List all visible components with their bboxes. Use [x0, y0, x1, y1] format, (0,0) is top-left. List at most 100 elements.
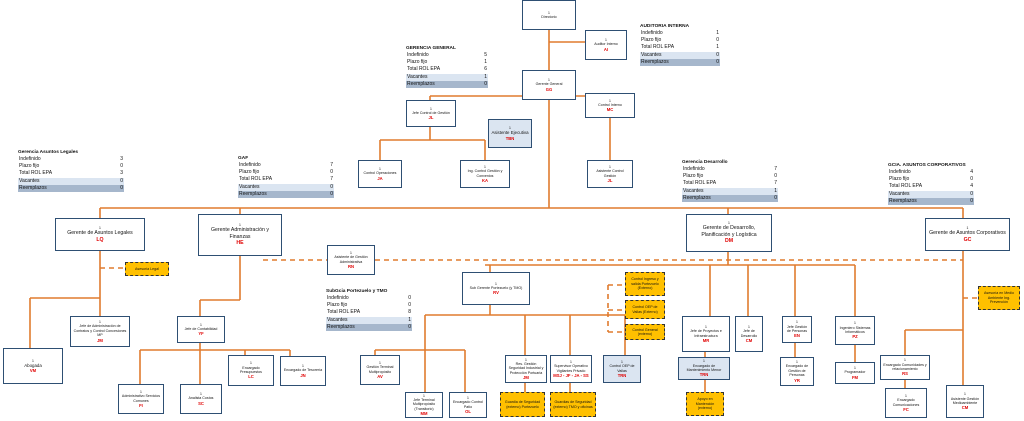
title: Analista Costos — [188, 396, 214, 401]
code: EN — [794, 333, 800, 339]
count: 1 — [621, 359, 623, 364]
title: Control General (externo) — [632, 327, 658, 336]
asistente-admin-box[interactable]: 1 Asistente de Gestión Administrativa RN — [327, 245, 375, 275]
gerente-corporativos-box[interactable]: 1 Gerente de Asuntos Corporativos GC — [925, 218, 1010, 251]
gerente-admin-box[interactable]: 1 Gerente Administración y Finanzas HE — [198, 214, 282, 256]
gerente-legales-box[interactable]: 1 Gerente de Asuntos Legales LQ — [55, 218, 145, 251]
code: LC — [248, 374, 254, 380]
programador-box[interactable]: 1 Programador FM — [835, 362, 875, 384]
code: JL — [607, 177, 613, 183]
title: Auditor Interno — [594, 42, 618, 47]
jefe-proyectos-box[interactable]: 1 Jefe de Proyectos e Infraestructura MR — [682, 316, 730, 352]
title: Control OEP de Vallas — [609, 364, 635, 373]
count: 1 — [605, 38, 607, 42]
encargado-gestion-personas-box[interactable]: 1 Encargado de Gestión de Personas YR — [780, 357, 814, 386]
code: GG — [545, 86, 553, 92]
code: AI — [603, 46, 609, 52]
jefe-terminal-box[interactable]: 1 Jefe Terminal Multipropósito (Transito… — [405, 392, 443, 418]
stats-title: Gerencia Asuntos Legales — [18, 150, 79, 155]
guardias-seguridad-tmo-external-box[interactable]: Guardias de Seguridad (externo) TMO y of… — [550, 392, 596, 417]
count: 1 — [430, 106, 432, 111]
stats-title: AUDITORIA INTERNA — [640, 24, 690, 29]
count: 1 — [703, 359, 705, 364]
code: FC — [903, 406, 909, 412]
count: 1 — [854, 321, 856, 326]
count: 1 — [728, 221, 730, 226]
auditor-box[interactable]: 1 Auditor Interno AI — [585, 30, 627, 60]
gestion-terminal-box[interactable]: 1 Gestión Terminal Multipropósito AV — [360, 355, 400, 385]
count: 1 — [423, 393, 425, 398]
asistente-control-gestion-box[interactable]: 1 Asistente Control Gestión JL — [587, 160, 633, 188]
code: RN — [347, 263, 355, 269]
title: Guardias de Seguridad (externo) TMO y of… — [553, 400, 593, 409]
stats-title: SubGcia Portezuelo y TMO — [326, 289, 388, 294]
jefe-contabilidad-box[interactable]: 1 Jefe de Contabilidad YF — [177, 316, 225, 343]
title: Ing. Control Gestión y Convenios — [467, 169, 503, 178]
sub-gerente-portezuelo-box[interactable]: 1 Sub Gerente Portezuelo (y TMO) RV — [462, 272, 530, 305]
directorio-box[interactable]: 1 Directorio — [522, 0, 576, 30]
title: Encargado Presupuestos — [240, 365, 262, 374]
asesoria-medio-ambiente-external-box[interactable]: Asesoría en Medio Ambiente Ing. Prevenci… — [978, 286, 1020, 310]
code: KA — [481, 177, 489, 183]
encargado-control-patio-box[interactable]: 1 Encargado Control Patio OL — [449, 392, 487, 418]
code: MSJ - JF - JA - SS — [553, 372, 589, 378]
analista-costos-box[interactable]: 1 Analista Costos SC — [180, 384, 222, 414]
jefe-control-gestion-box[interactable]: 1 Jefe Control de Gestión JL — [406, 100, 456, 127]
control-portezuelo-external-box[interactable]: Control Ingreso y salida Portezuelo (Ext… — [625, 272, 665, 296]
jefe-desarrollo-box[interactable]: 1 Jefe de Desarrollo CM — [735, 316, 763, 352]
administrativo-box[interactable]: 1 Administrativo Servicios Comunes FI — [118, 384, 164, 414]
count: 1 — [467, 395, 469, 400]
encargado-presupuestos-box[interactable]: 1 Encargado Presupuestos LC — [228, 355, 274, 386]
code: FM — [851, 374, 859, 380]
apoyo-mantencion-external-box[interactable]: Apoyo en Mantención (externo) — [686, 392, 724, 416]
title: Supervisor Operativo Vigilantes Privado — [554, 364, 588, 373]
title: Asistente Control Gestión — [596, 169, 624, 178]
control-oep-box[interactable]: 1 Control OEP de Vallas TRN — [603, 355, 641, 383]
res-gestion-seguridad-box[interactable]: 1 Res. Gestión Seguridad Industrial y Pr… — [505, 355, 547, 383]
count: 1 — [99, 320, 101, 325]
encargado-comunidades-box[interactable]: 1 Encargado Comunidades y relacionamient… — [880, 355, 930, 380]
gerente-desarrollo-box[interactable]: 1 Gerente de Desarrollo, Planificación y… — [686, 214, 772, 252]
control-operaciones-box[interactable]: 1 Control Operaciones JA — [358, 160, 402, 188]
encargado-comunicaciones-box[interactable]: 1 Encargado Comunicaciones FC — [885, 388, 927, 418]
control-oep-external-box[interactable]: Control OEP de Vallas (Externo) — [625, 300, 665, 319]
title: Guardia de Seguridad (externo) Portezuel… — [504, 400, 541, 409]
code: LQ — [96, 236, 104, 243]
count: 1 — [509, 126, 511, 130]
stats-title: GAF — [238, 156, 249, 161]
title: Administrativo Servicios Comunes — [121, 394, 161, 403]
encargado-tesoreria-box[interactable]: 1 Encargado de Tesorería JN — [280, 356, 326, 386]
count: 1 — [570, 359, 572, 364]
asesoria-legal-external-box[interactable]: Asesoría Legal — [125, 262, 169, 276]
code: DM — [724, 238, 734, 245]
asistente-medioambiente-box[interactable]: 1 Asistente Gestión Medioambiente CM — [946, 385, 984, 418]
control-interno-box[interactable]: 1 Control Interno MC — [585, 93, 635, 118]
asistente-ejecutiva-box[interactable]: 1 Asistente Ejecutiva TBN — [488, 119, 532, 148]
ingeniero-sistemas-box[interactable]: 1 Ingeniero Sistemas Informáticos PZ — [835, 316, 875, 345]
code: VM — [29, 368, 37, 374]
supervisor-operativo-box[interactable]: 1 Supervisor Operativo Vigilantes Privad… — [550, 355, 592, 383]
jefe-contratos-box[interactable]: 1 Jefe de Administración de Contratos y … — [70, 316, 130, 347]
guardia-seguridad-external-box[interactable]: Guardia de Seguridad (externo) Portezuel… — [500, 392, 545, 417]
abogada-box[interactable]: 1 Abogada VM — [3, 348, 63, 384]
control-general-external-box[interactable]: Control General (externo) — [625, 324, 665, 340]
code: MC — [606, 107, 614, 113]
encargado-mantenimiento-box[interactable]: 1 Encargado de Mantenimiento Menor TRN — [678, 357, 730, 380]
ing-control-box[interactable]: 1 Ing. Control Gestión y Convenios KA — [460, 160, 510, 188]
gerente-general-box[interactable]: 1 Gerente General GG — [522, 70, 576, 100]
jefe-gestion-personas-box[interactable]: 1 Jefe Gestión de Personas EN — [782, 316, 812, 343]
